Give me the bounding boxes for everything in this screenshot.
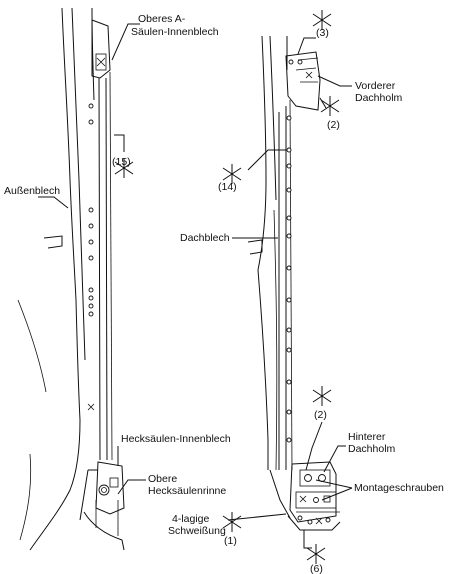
label-aussenblech: Außenblech <box>4 185 60 197</box>
callout-15: (15) <box>112 156 131 168</box>
callout-1: (1) <box>224 535 237 547</box>
callout-3: (3) <box>316 27 329 39</box>
label-hinterer-dachholm-2: Dachholm <box>348 443 396 455</box>
asterisk-marker-1 <box>222 512 242 532</box>
label-hecksaeulen-innenblech: Hecksäulen-Innenblech <box>121 433 231 445</box>
label-obere-hecksaeulenrinne-1: Obere <box>148 473 177 485</box>
label-dachblech: Dachblech <box>180 232 230 244</box>
asterisk-marker-3 <box>312 10 332 30</box>
weld-points-left <box>87 103 95 411</box>
label-oberes-a-saeule-2: Säulen-Innenblech <box>131 26 219 38</box>
label-vierlagige-1: 4-lagige <box>172 513 210 525</box>
weld-points-right <box>286 115 292 443</box>
asterisk-marker-2-bottom <box>312 386 332 406</box>
asterisk-marker-2-top <box>320 96 340 116</box>
callout-14: (14) <box>218 181 237 193</box>
left-pillar-view <box>17 7 125 551</box>
label-vierlagige-2: Schweißung <box>168 525 226 537</box>
leader-lines-left <box>38 23 146 495</box>
right-pillar-view <box>247 35 341 531</box>
callout-2-top: (2) <box>327 119 340 131</box>
callout-6: (6) <box>310 563 323 574</box>
leader-lines-right <box>227 37 353 549</box>
label-oberes-a-saeule-1: Oberes A- <box>138 13 186 25</box>
label-vorderer-dachholm-1: Vorderer <box>355 80 396 92</box>
label-hinterer-dachholm-1: Hinterer <box>348 431 386 443</box>
label-vorderer-dachholm-2: Dachholm <box>355 92 403 104</box>
asterisk-marker-6 <box>306 544 326 564</box>
callout-2-bottom: (2) <box>314 409 327 421</box>
label-montageschrauben: Montageschrauben <box>354 482 444 494</box>
asterisk-marker-15 <box>114 158 134 178</box>
asterisk-marker-14 <box>222 164 242 184</box>
label-obere-hecksaeulenrinne-2: Hecksäulenrinne <box>148 485 226 497</box>
